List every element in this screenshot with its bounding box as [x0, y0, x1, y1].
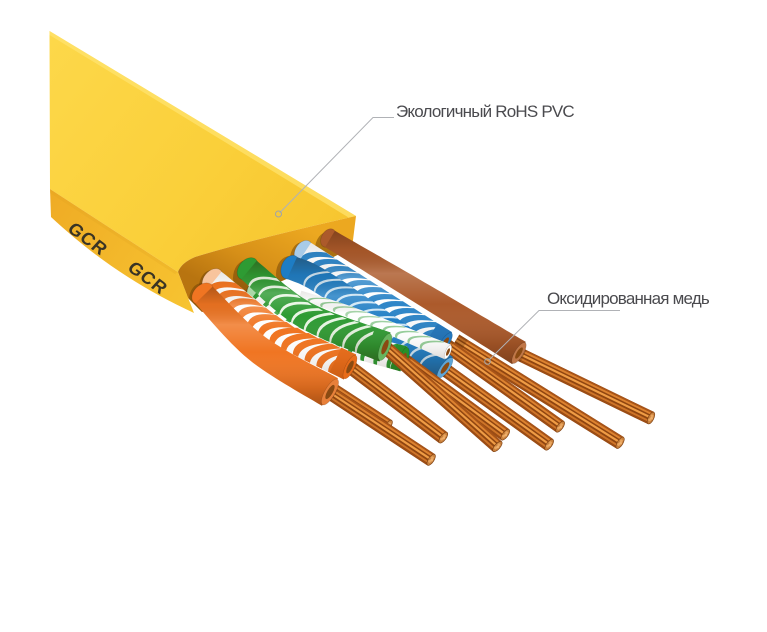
svg-text:Экологичный RoHS PVC: Экологичный RoHS PVC	[396, 102, 574, 121]
svg-text:Оксидированная медь: Оксидированная медь	[547, 289, 710, 308]
